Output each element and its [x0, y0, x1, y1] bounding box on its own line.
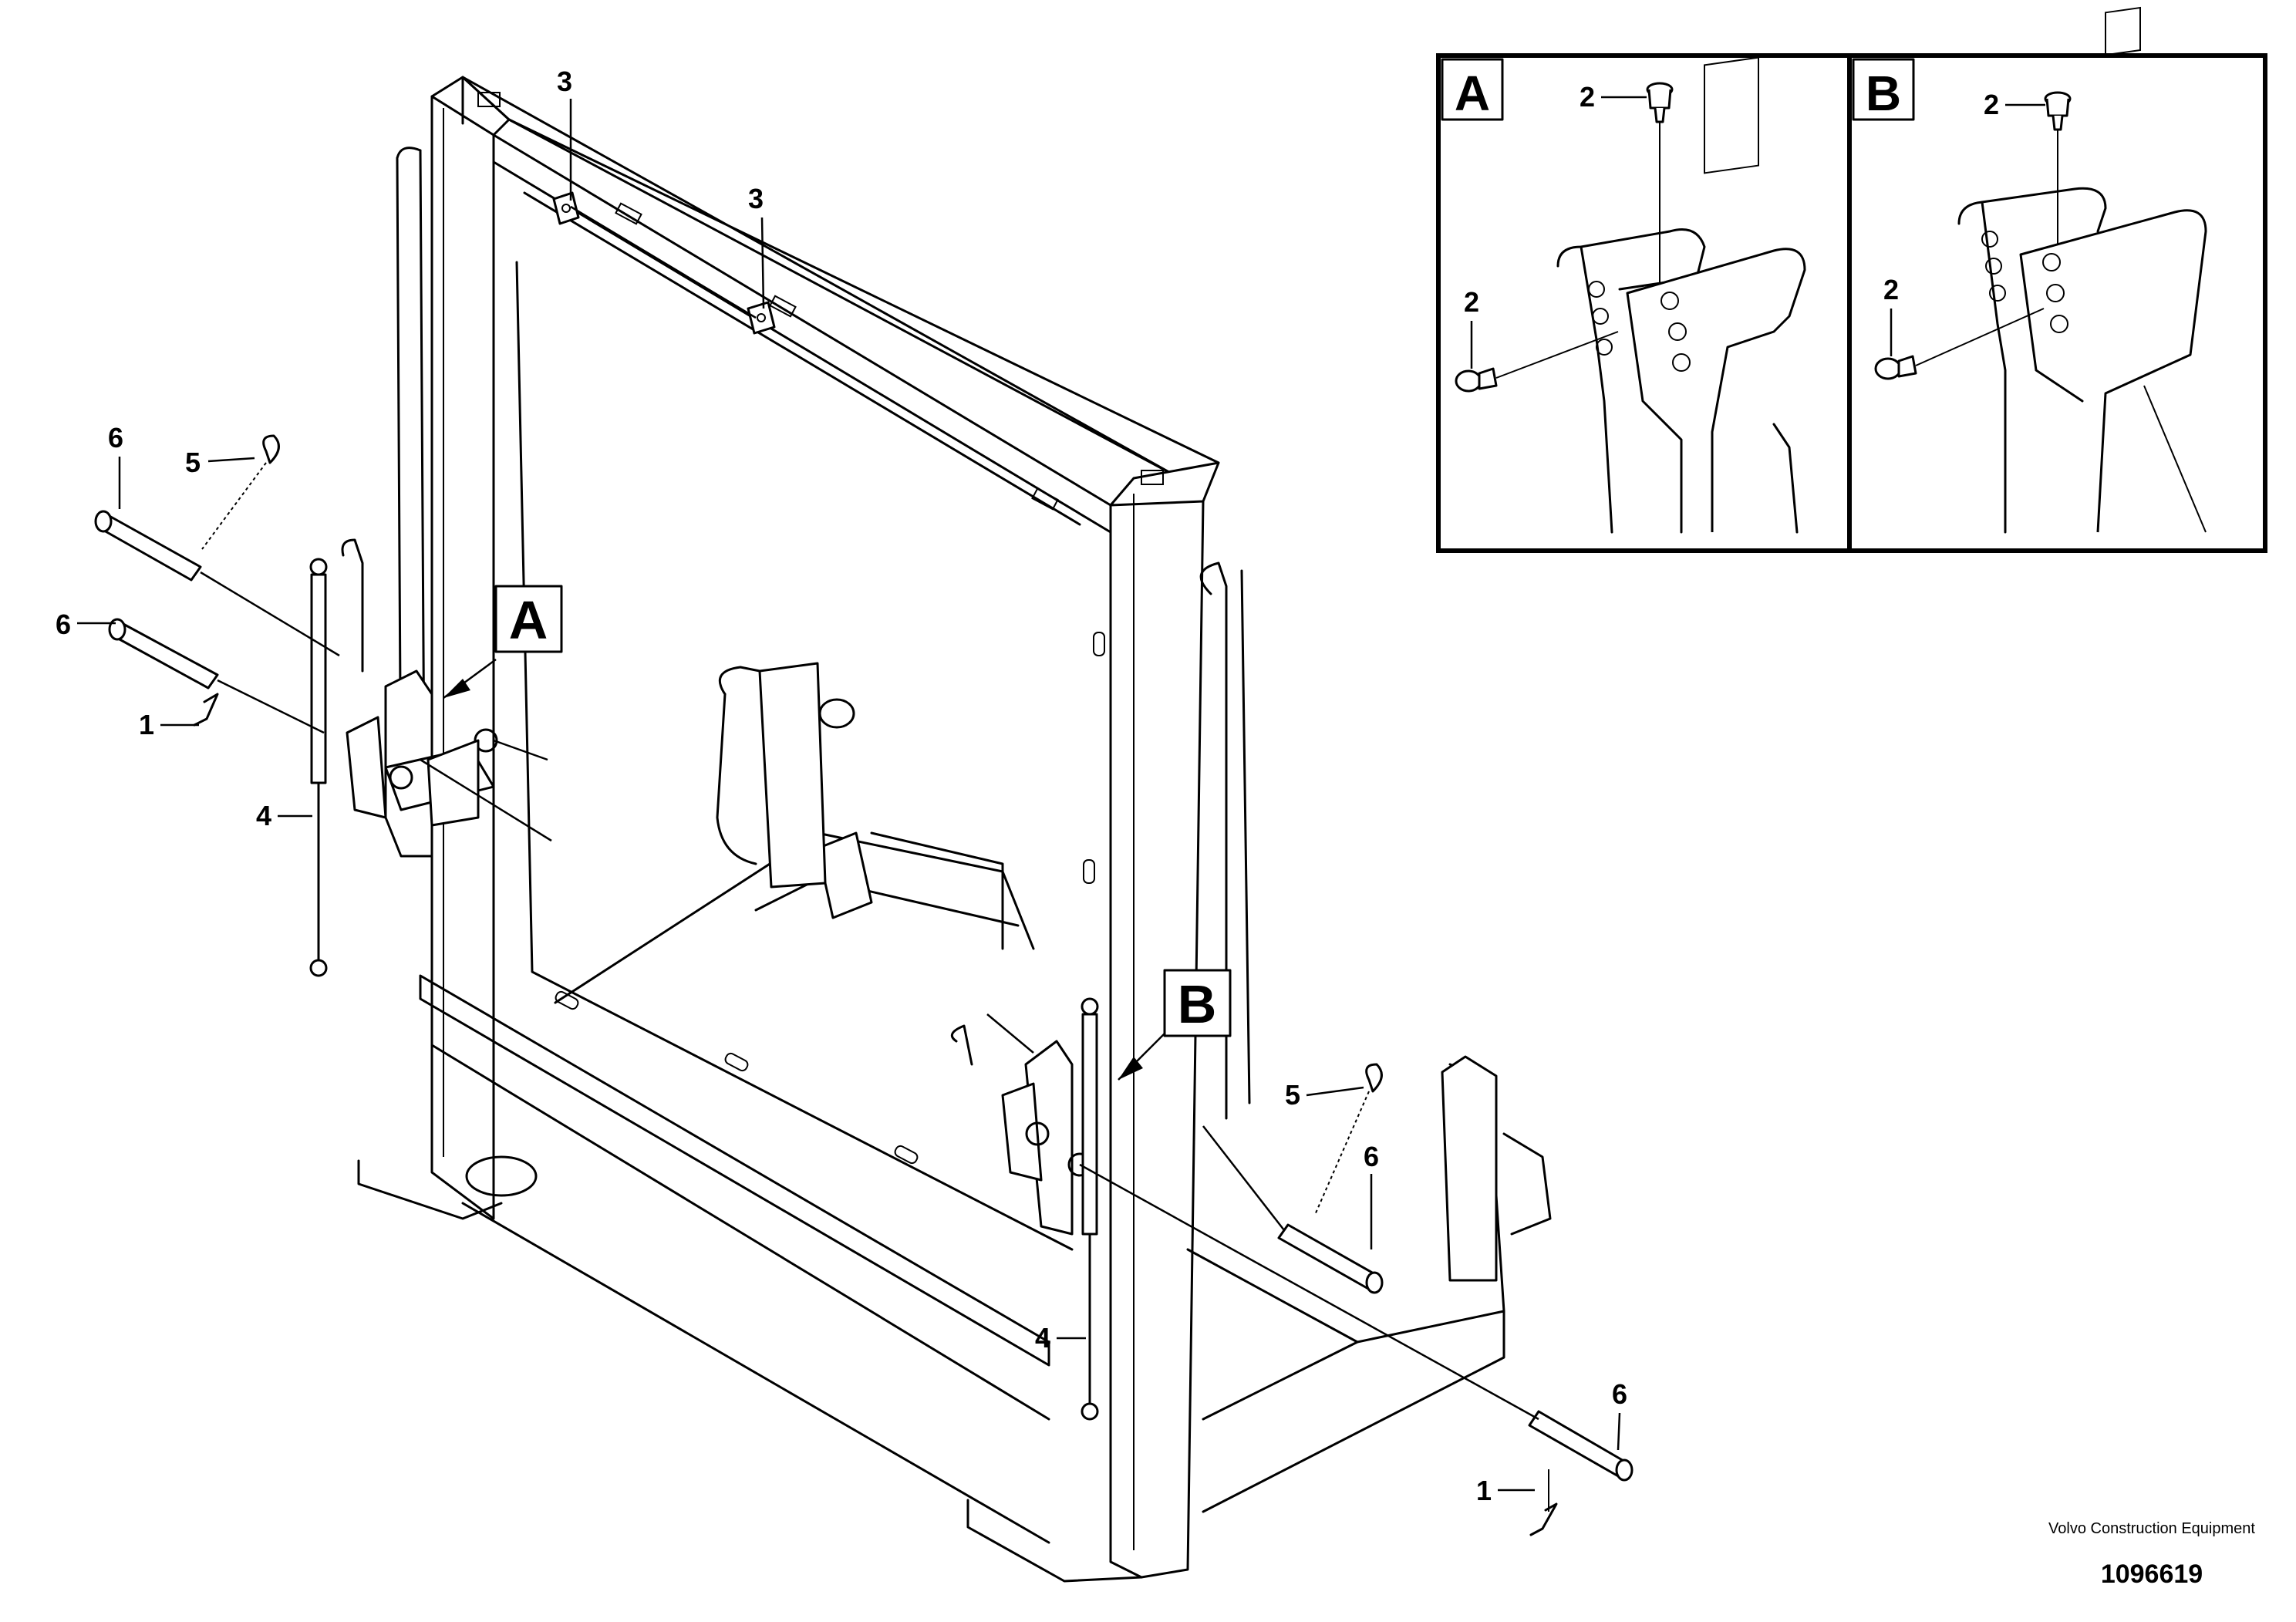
detail-view-a: A 2 2: [1441, 56, 1806, 534]
assembly-lines: [200, 205, 1539, 1421]
pin-lower-right-2: [1528, 1410, 1633, 1482]
callout-1-upper: 1: [139, 709, 154, 740]
callout-3-right: 3: [748, 183, 764, 214]
callout-2-a-top: 2: [1580, 81, 1595, 113]
footer-drawing-number: 1096619: [2100, 1560, 2203, 1589]
callout-3-left: 3: [557, 66, 572, 97]
detail-reference-b: B: [1118, 969, 1232, 1081]
lock-pin-lower: [1314, 1063, 1383, 1216]
callout-4-left: 4: [256, 800, 271, 831]
callout-6-lower-right: 6: [1612, 1378, 1627, 1410]
svg-text:A: A: [509, 590, 548, 650]
rops-frame: [341, 76, 1552, 1583]
lock-pin-upper: [201, 434, 280, 550]
callout-6-middle: 6: [56, 609, 71, 640]
svg-text:A: A: [1455, 66, 1490, 121]
callouts: 3 3 6 5 6 1 4 5 6 4 6 1: [56, 66, 1627, 1506]
svg-text:B: B: [1866, 66, 1901, 121]
gas-strut-right: [1081, 997, 1099, 1421]
callout-5-right: 5: [1285, 1079, 1300, 1111]
callout-2-b-side: 2: [1883, 274, 1899, 305]
callout-2-a-side: 2: [1464, 286, 1479, 318]
pin-upper-left-2: [108, 618, 219, 690]
callout-6-right: 6: [1364, 1141, 1379, 1172]
clip-lower: [1529, 1469, 1558, 1536]
gas-strut-left: [309, 558, 328, 977]
detail-view-b: B 2 2: [1852, 6, 2207, 534]
detail-reference-a: A: [443, 585, 563, 700]
footer-company: Volvo Construction Equipment: [2048, 1520, 2255, 1537]
bushing-left: [552, 191, 580, 225]
pin-lower-right-1: [1277, 1223, 1384, 1294]
callout-5-upper: 5: [185, 447, 201, 478]
bushing-right: [747, 301, 776, 335]
callout-6-upper: 6: [108, 422, 123, 454]
callout-4-right: 4: [1035, 1322, 1050, 1354]
clip-upper: [193, 693, 219, 727]
callout-1-lower-right: 1: [1476, 1475, 1492, 1506]
detail-inset-panel: A 2 2: [1436, 6, 2267, 553]
svg-text:B: B: [1178, 974, 1217, 1034]
callout-2-b-top: 2: [1984, 89, 1999, 120]
pin-upper-left-1: [94, 510, 202, 582]
